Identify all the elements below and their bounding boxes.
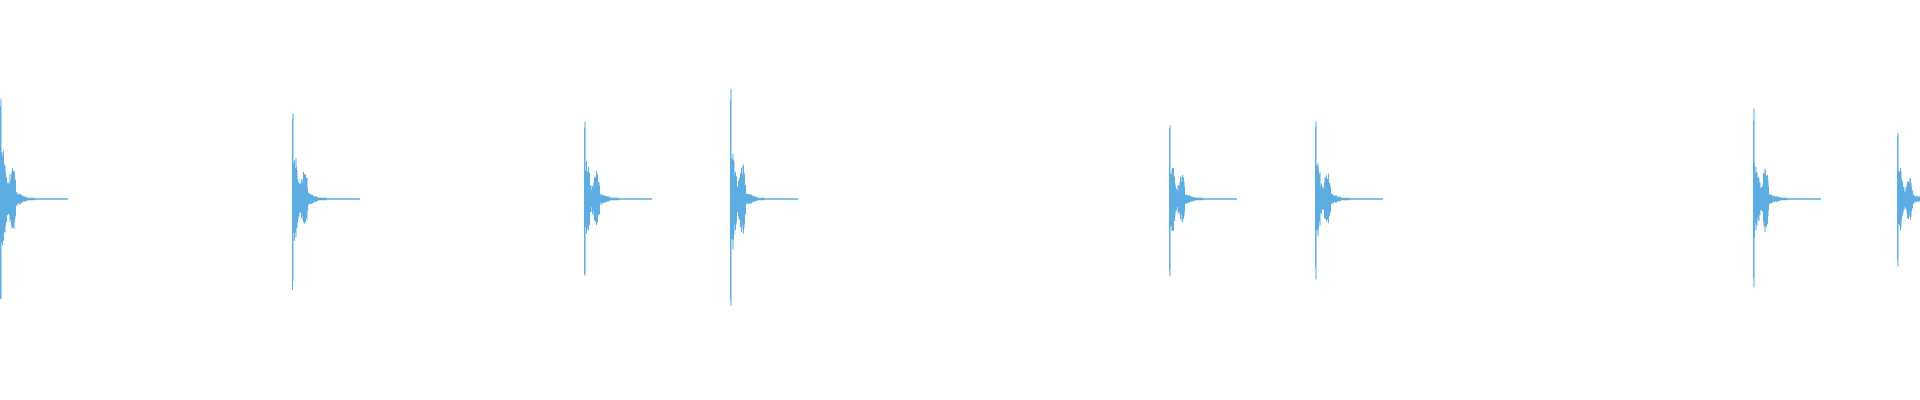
- waveform-transient: [584, 121, 652, 276]
- transient-shape: [730, 88, 765, 306]
- waveform-transient: [0, 98, 68, 300]
- waveform-transient: [1897, 133, 1920, 267]
- waveform-transient: [1753, 108, 1821, 288]
- transient-shape: [292, 113, 327, 290]
- transient-shape: [1169, 125, 1204, 277]
- waveform-transient: [730, 88, 798, 306]
- waveform-transient: [1169, 125, 1237, 277]
- waveform-transient: [1315, 121, 1383, 280]
- waveform-layer: [0, 88, 1920, 306]
- waveform-transient: [292, 113, 360, 290]
- transient-shape: [1753, 108, 1788, 288]
- transient-shape: [1315, 121, 1350, 280]
